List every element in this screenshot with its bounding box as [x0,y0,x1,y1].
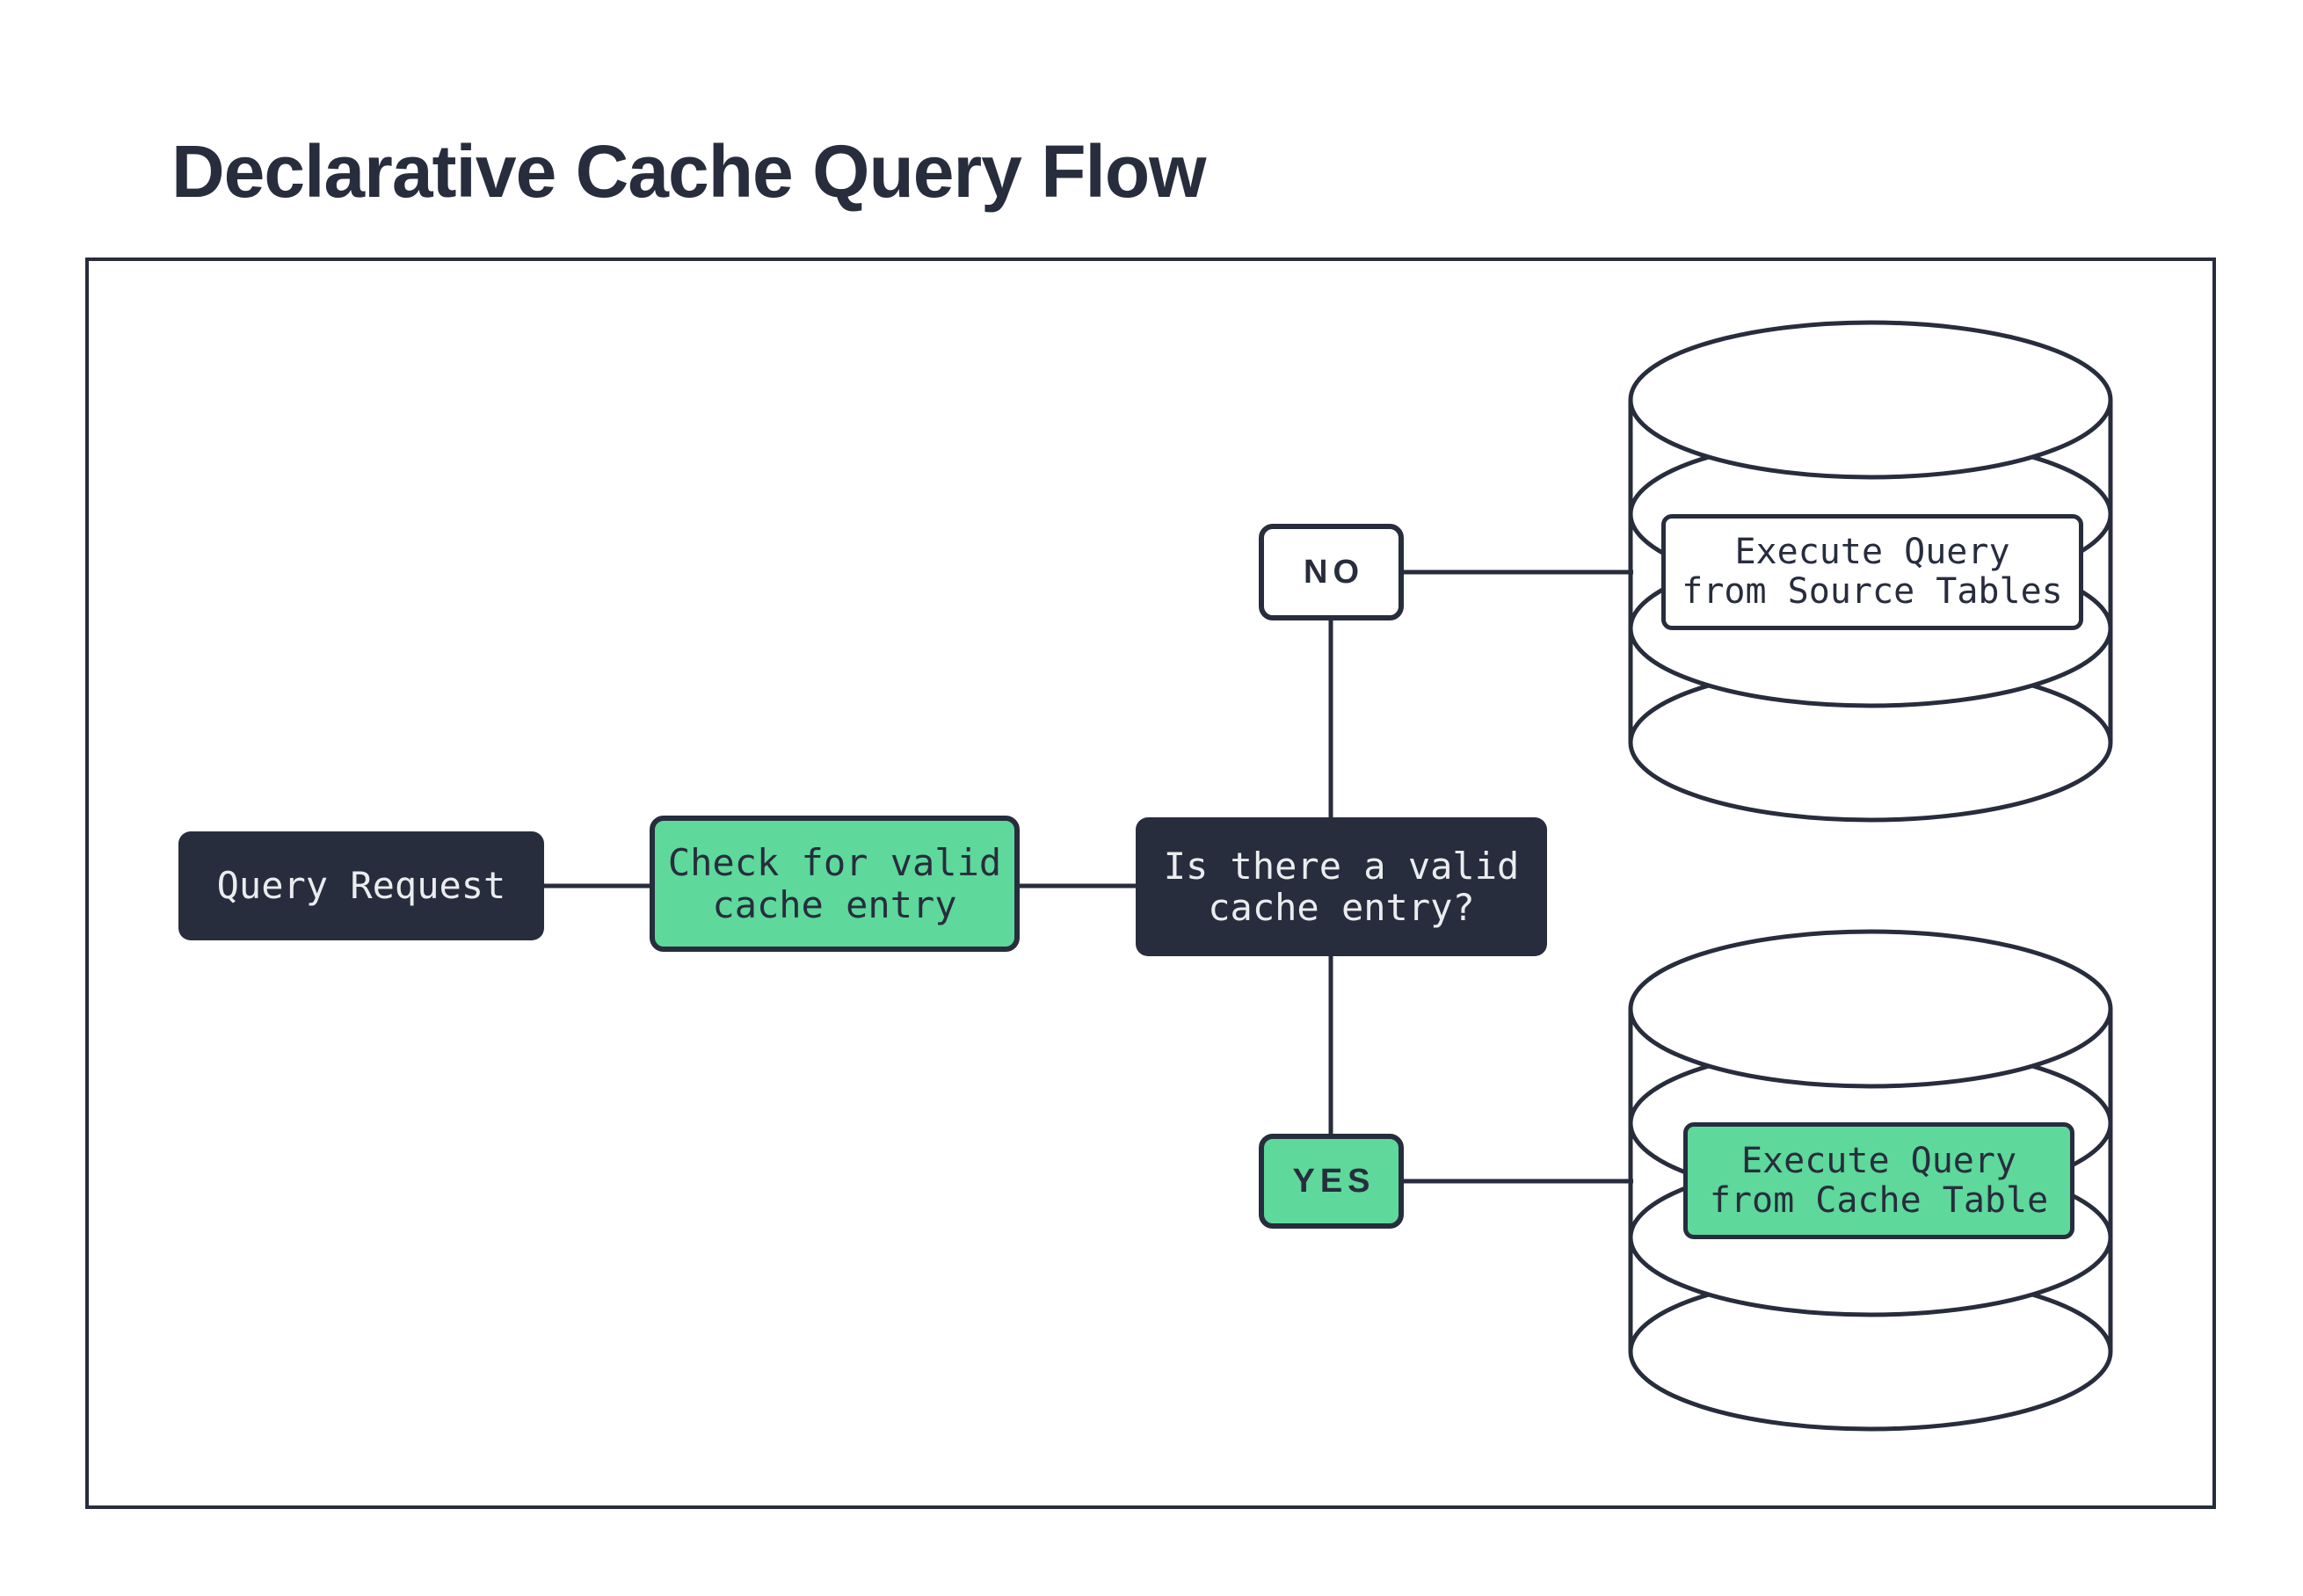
disk-ellipse [1628,320,2113,480]
cache-decision-node: Is there a valid cache entry? [1136,817,1547,956]
branch-yes-label: YES [1259,1134,1404,1229]
execute-from-source-node: Execute Query from Source Tables [1661,514,2083,630]
query-request-node: Query Request [178,831,544,940]
disk-ellipse [1628,929,2113,1089]
title-bar: Declarative Cache Query Flow [85,85,2216,261]
check-cache-node: Check for valid cache entry [650,816,1020,952]
branch-no-label: NO [1259,524,1404,620]
execute-from-cache-node: Execute Query from Cache Table [1683,1122,2074,1239]
page-title: Declarative Cache Query Flow [171,129,1207,213]
